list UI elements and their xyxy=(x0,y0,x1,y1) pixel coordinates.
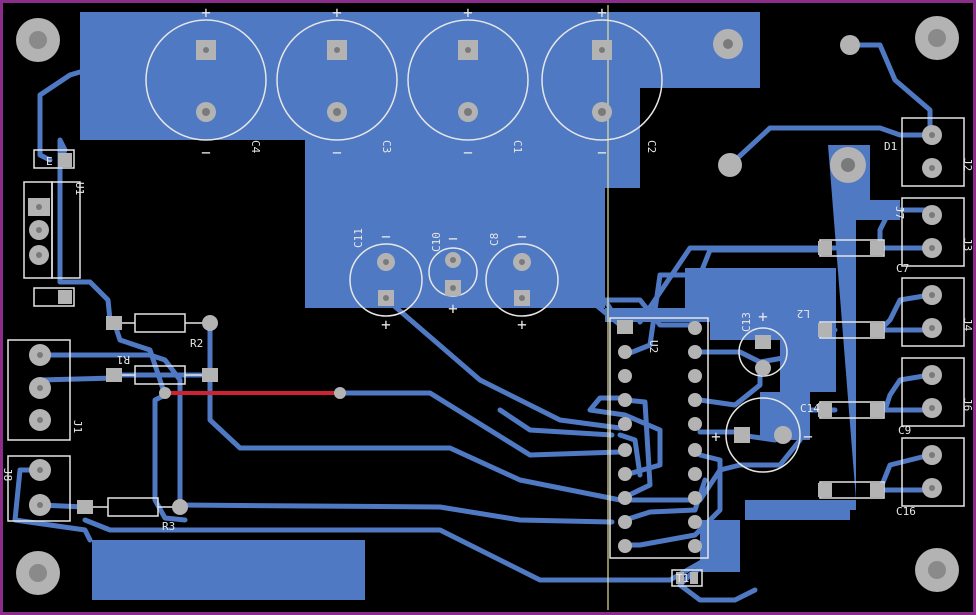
label-c4: C4 xyxy=(249,140,262,154)
label-c7: C7 xyxy=(896,262,909,275)
j8-outline xyxy=(7,455,71,522)
label-j7: J7 xyxy=(893,206,906,219)
u2-outline xyxy=(609,317,709,559)
polarity-plus: + xyxy=(463,3,473,22)
polarity-plus: + xyxy=(332,3,342,22)
trace xyxy=(152,392,188,523)
label-u1: U1 xyxy=(73,182,86,195)
j3-outline xyxy=(901,197,965,267)
j1-outline xyxy=(7,339,71,441)
capacitor-c4-outline xyxy=(145,19,267,141)
polarity-marks: + − + − + − + − − + − + − + + + − xyxy=(201,3,813,446)
copper-pour-middle xyxy=(305,98,836,440)
polarity-plus: + xyxy=(381,315,391,334)
capacitor-c1-outline xyxy=(407,19,529,141)
trace xyxy=(622,407,838,503)
label-r2: R2 xyxy=(190,337,203,350)
label-c10: C10 xyxy=(430,232,443,252)
trace xyxy=(697,367,763,408)
mounting-holes xyxy=(16,16,959,595)
trace xyxy=(82,517,708,583)
polarity-plus: + xyxy=(758,307,768,326)
trace xyxy=(12,467,93,543)
trace xyxy=(727,125,933,168)
trace xyxy=(877,207,933,251)
label-l2: L2 xyxy=(797,307,810,320)
polarity-minus: − xyxy=(597,143,607,162)
polarity-plus: + xyxy=(597,3,607,22)
trace xyxy=(622,397,653,500)
label-c1: C1 xyxy=(511,140,524,153)
trace xyxy=(637,245,838,325)
capacitor-c2-outline xyxy=(541,19,663,141)
j7-outline xyxy=(901,437,965,507)
label-j2: J2 xyxy=(961,158,974,171)
polarity-minus: − xyxy=(381,227,391,246)
polarity-minus: − xyxy=(332,143,342,162)
label-c16: C16 xyxy=(896,505,916,518)
trace xyxy=(497,407,615,438)
polarity-minus: − xyxy=(448,229,458,248)
label-c11: C11 xyxy=(352,228,365,248)
trace xyxy=(877,292,933,333)
label-j6: J6 xyxy=(961,398,974,411)
copper-pour-right xyxy=(700,145,900,572)
capacitor-c14-outline xyxy=(725,397,801,473)
traces xyxy=(12,42,935,603)
trace xyxy=(37,72,73,163)
j6-outline xyxy=(901,357,965,427)
copper-pour-bottom xyxy=(92,540,365,600)
polarity-plus: + xyxy=(517,315,527,334)
copper-pours xyxy=(80,12,900,600)
j2-outline xyxy=(901,117,965,187)
trace xyxy=(207,322,623,503)
label-j1: J1 xyxy=(71,420,84,433)
polarity-minus: − xyxy=(463,143,473,162)
label-e: E xyxy=(46,155,53,168)
polarity-minus: − xyxy=(803,427,813,446)
trace xyxy=(617,432,643,478)
label-c14: C14 xyxy=(800,402,820,415)
pads xyxy=(28,29,942,584)
t1-outline xyxy=(671,569,703,587)
j4-outline xyxy=(901,277,965,347)
polarity-plus: + xyxy=(448,299,458,318)
trace xyxy=(587,395,663,478)
label-d1: D1 xyxy=(884,140,897,153)
trace xyxy=(382,295,623,431)
label-j8: J8 xyxy=(1,468,14,481)
label-r3: R3 xyxy=(162,520,175,533)
trace xyxy=(37,352,183,508)
polarity-plus: + xyxy=(711,427,721,446)
label-u2: U2 xyxy=(647,340,660,353)
label-c13: C13 xyxy=(740,312,753,332)
trace xyxy=(177,502,615,525)
capacitor-c3-outline xyxy=(276,19,398,141)
polarity-minus: − xyxy=(201,143,211,162)
label-t1: T1 xyxy=(676,572,689,585)
trace xyxy=(337,390,623,458)
label-c2: C2 xyxy=(645,140,658,153)
capacitor-c11-outline xyxy=(349,243,423,317)
trace xyxy=(67,69,83,78)
trace xyxy=(519,295,623,328)
polarity-minus: − xyxy=(517,227,527,246)
label-c9: C9 xyxy=(898,424,911,437)
label-c8: C8 xyxy=(488,233,501,246)
trace xyxy=(737,417,803,443)
label-c3: C3 xyxy=(380,140,393,153)
label-r1: R1 xyxy=(117,353,130,366)
capacitor-c8-outline xyxy=(485,243,559,317)
label-j3: J3 xyxy=(961,238,974,251)
trace xyxy=(602,297,763,345)
label-j4: J4 xyxy=(961,318,974,332)
trace xyxy=(882,372,933,413)
designators: C4 C3 C1 C2 C11 C10 C8 C13 C14 U1 U2 R1 … xyxy=(1,140,974,585)
polarity-plus: + xyxy=(201,3,211,22)
trace xyxy=(112,322,168,398)
